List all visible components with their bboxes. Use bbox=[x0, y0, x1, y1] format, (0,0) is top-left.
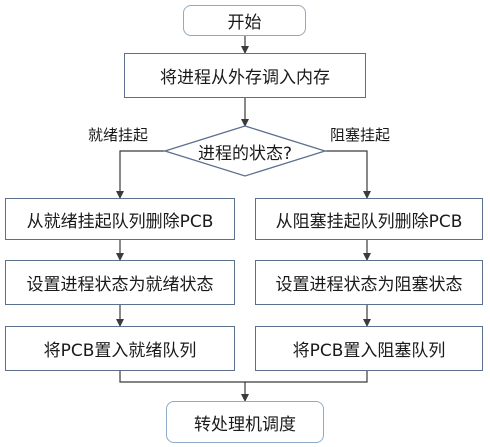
left-set-state-box: 设置进程状态为就绪状态 bbox=[5, 260, 235, 305]
arrow-decision-left bbox=[116, 150, 165, 199]
decision-diamond bbox=[162, 125, 328, 177]
end-terminal: 转处理机调度 bbox=[166, 401, 324, 443]
arrow-left-to-end bbox=[119, 371, 249, 402]
right-set-state-box: 设置进程状态为阻塞状态 bbox=[255, 260, 483, 305]
start-terminal: 开始 bbox=[183, 5, 306, 36]
right-remove-pcb-box: 从阻塞挂起队列删除PCB bbox=[255, 198, 483, 240]
left-enqueue-pcb-box: 将PCB置入就绪队列 bbox=[5, 326, 235, 371]
right-enqueue-pcb-box: 将PCB置入阻塞队列 bbox=[255, 326, 483, 371]
decision-label: 进程的状态? bbox=[197, 143, 293, 164]
branch-label-ready-suspend: 就绪挂起 bbox=[88, 126, 149, 144]
load-process-box: 将进程从外存调入内存 bbox=[124, 53, 366, 98]
branch-label-blocked-suspend: 阻塞挂起 bbox=[330, 126, 391, 144]
arrow-right-to-end bbox=[245, 371, 368, 383]
arrow-decision-right bbox=[325, 150, 371, 199]
left-remove-pcb-box: 从就绪挂起队列删除PCB bbox=[5, 198, 235, 240]
